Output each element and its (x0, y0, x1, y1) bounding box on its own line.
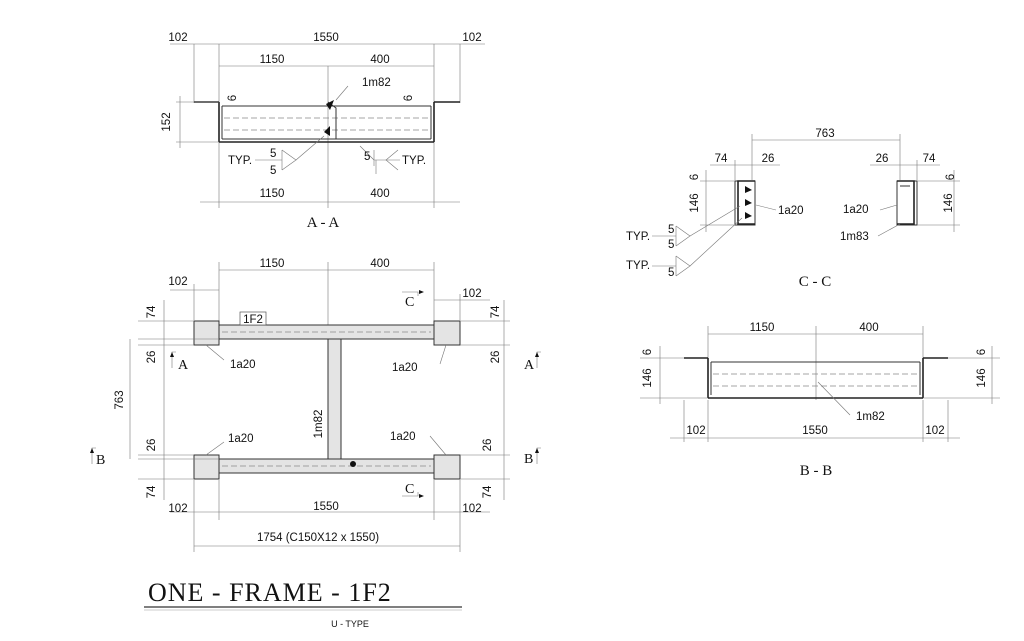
aa-bottom-1150: 1150 (260, 188, 285, 200)
aa-callout-1m82: 1m82 (362, 77, 391, 89)
plan-left-26-bottom: 26 (146, 439, 158, 452)
cc-callout-left: 1a20 (778, 205, 804, 217)
bb-dim-1550: 1550 (802, 425, 828, 437)
section-c-c: 763 74 26 26 74 6 6 146 146 1a20 1a20 1m… (626, 128, 960, 290)
cc-right-h: 146 (943, 193, 955, 212)
cc-typ-2: TYP. (626, 260, 650, 272)
plan-plate-tr: 1a20 (392, 362, 418, 374)
bb-callout-1m82: 1m82 (856, 411, 885, 423)
bb-left-top: 6 (642, 349, 654, 355)
aa-dim-left: 102 (168, 32, 187, 44)
cc-right-t: 26 (876, 153, 889, 165)
aa-dim-1150: 1150 (260, 54, 285, 66)
bb-dim-400: 400 (859, 322, 878, 334)
bb-right-h: 146 (976, 368, 988, 387)
bb-dim-right: 102 (925, 425, 944, 437)
cc-left-t: 26 (762, 153, 775, 165)
section-a-a: 102 1550 102 1150 400 6 6 152 1m82 TYP. … (161, 32, 485, 231)
section-a-a-label: A - A (307, 215, 340, 231)
aa-weld-c: 5 (364, 151, 370, 163)
cc-left-w: 74 (715, 153, 728, 165)
plan-right-26-bottom: 26 (482, 439, 494, 452)
plan-right-74-top: 74 (490, 305, 502, 318)
bb-dim-1150: 1150 (750, 322, 775, 334)
aa-typ-right: TYP. (402, 155, 426, 167)
plan-plate-bl: 1a20 (228, 433, 254, 445)
drawing-subtitle: U - TYPE (331, 619, 369, 629)
aa-flange-left: 6 (227, 95, 239, 101)
bb-left-h: 146 (642, 368, 654, 387)
bb-right-top: 6 (976, 349, 988, 355)
title-block: ONE - FRAME - 1F2 U - TYPE (144, 578, 462, 629)
plan-dim-left-top: 102 (168, 276, 187, 288)
plan-dim-1150: 1150 (260, 258, 285, 270)
beam-tag-1f2: 1F2 (243, 314, 263, 326)
cc-left-h: 146 (689, 193, 701, 212)
aa-weld-a: 5 (270, 148, 276, 160)
section-b-b-label: B - B (800, 463, 833, 479)
bb-dim-left: 102 (686, 425, 705, 437)
plan-left-74-top: 74 (146, 305, 158, 318)
section-b-b: 1150 400 6 6 146 146 1m82 102 1550 102 B… (640, 322, 1000, 479)
aa-typ-left: TYP. (228, 155, 252, 167)
plan-member-1m82: 1m82 (313, 410, 325, 439)
plan-left-26-top: 26 (146, 351, 158, 364)
plan-left-74-bottom: 74 (146, 485, 158, 498)
mark-a-right: A (524, 358, 535, 373)
plan-right-74-bottom: 74 (482, 485, 494, 498)
aa-dim-400: 400 (370, 54, 389, 66)
cc-weld-3: 5 (668, 267, 674, 279)
aa-weld-b: 5 (270, 165, 276, 177)
cc-weld-2: 5 (668, 239, 674, 251)
cc-right-w: 74 (923, 153, 936, 165)
section-c-c-label: C - C (799, 274, 832, 290)
plan-plate-br: 1a20 (390, 431, 416, 443)
cc-span: 763 (815, 128, 834, 140)
plan-dim-bottom-right: 102 (462, 503, 481, 515)
cc-typ-1: TYP. (626, 231, 650, 243)
aa-dim-right: 102 (462, 32, 481, 44)
plan-right-26-top: 26 (490, 351, 502, 364)
plan-dim-bottom-1550: 1550 (313, 501, 339, 513)
plan-overall-dim: 1754 (C150X12 x 1550) (257, 532, 379, 544)
mark-c-top: C (405, 295, 414, 310)
aa-dim-overall: 1550 (313, 32, 339, 44)
drawing-title: ONE - FRAME - 1F2 (148, 578, 392, 607)
plan-plate-tl: 1a20 (230, 359, 256, 371)
plan-view: 1150 400 102 102 74 26 763 26 74 74 26 2… (90, 258, 541, 552)
aa-height: 152 (161, 112, 173, 131)
mark-b-right: B (524, 452, 533, 467)
mark-b-left: B (96, 453, 105, 468)
plan-left-763: 763 (114, 390, 126, 409)
mark-a-left: A (178, 358, 189, 373)
cc-callout-1m83: 1m83 (840, 231, 869, 243)
mark-c-bottom: C (405, 482, 414, 497)
plan-dim-bottom-left: 102 (168, 503, 187, 515)
cc-left-top: 6 (689, 174, 701, 180)
cc-callout-right: 1a20 (843, 204, 869, 216)
plan-dim-400: 400 (370, 258, 389, 270)
aa-flange-right: 6 (403, 95, 415, 101)
plan-dim-right-top: 102 (462, 288, 481, 300)
cc-right-top: 6 (945, 174, 957, 180)
cc-weld-1: 5 (668, 224, 674, 236)
aa-bottom-400: 400 (370, 188, 389, 200)
